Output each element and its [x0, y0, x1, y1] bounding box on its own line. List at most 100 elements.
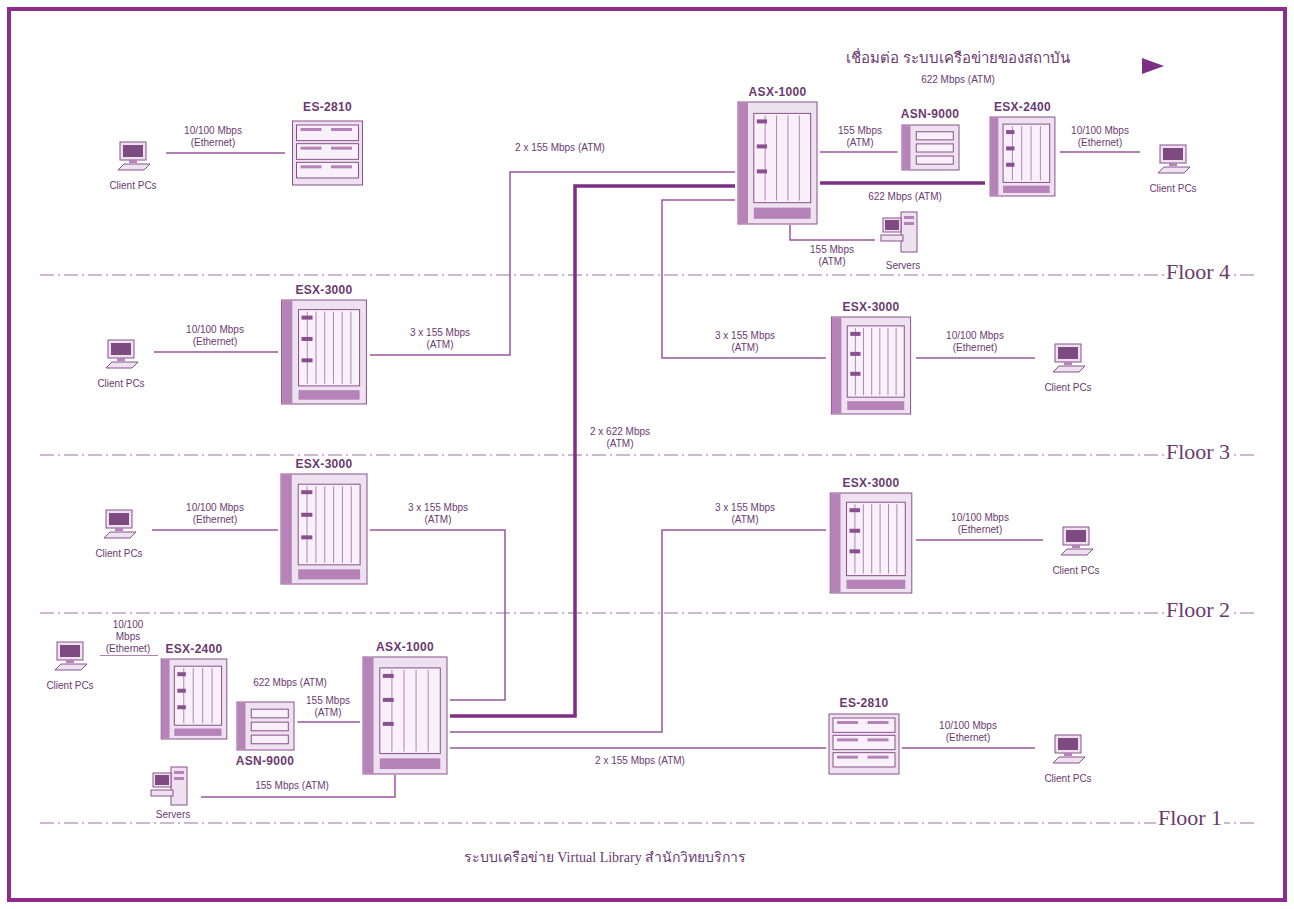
floor-label: Floor 3: [1164, 439, 1232, 465]
link-speed-label: 10/100 Mbps (Ethernet): [181, 125, 245, 149]
group-label: Client PCs: [109, 180, 156, 192]
network-switch: ES-2810: [285, 100, 370, 190]
device-icon: [158, 658, 230, 740]
floor-label: Floor 4: [1164, 259, 1232, 285]
floor-label: Floor 1: [1156, 805, 1224, 831]
network-link: [1060, 151, 1140, 153]
network-switch: ESX-3000: [826, 476, 916, 594]
link-speed-label: 3 x 155 Mbps (ATM): [707, 502, 783, 526]
link-speed-label: 10/100 Mbps (Ethernet): [98, 619, 158, 655]
link-speed-label: 3 x 155 Mbps (ATM): [707, 330, 783, 354]
network-switch: ESX-3000: [278, 283, 370, 405]
network-switch: ASX-1000: [735, 85, 820, 225]
link-speed-label: 155 Mbps (ATM): [303, 695, 353, 719]
network-link: [152, 529, 278, 531]
group-label: Client PCs: [1149, 183, 1196, 195]
device-icon: [1035, 733, 1101, 771]
network-switch: ESX-2400: [158, 642, 230, 740]
link-speed-label: 155 Mbps (ATM): [237, 780, 347, 792]
link-speed-label: 622 Mbps (ATM): [855, 191, 955, 203]
floor-dividers: [40, 275, 1258, 823]
device-illustration: [363, 657, 447, 774]
link-speed-label: 10/100 Mbps (Ethernet): [936, 720, 1000, 744]
device-icon: [826, 712, 902, 776]
device-illustration: [55, 642, 87, 670]
floor-divider: [40, 822, 1258, 823]
device-label: ESX-3000: [842, 476, 899, 490]
device-icon: [826, 492, 916, 594]
device-icon: [1043, 525, 1109, 563]
device-label: ES-2810: [303, 100, 352, 114]
link-speed-label: 10/100 Mbps (Ethernet): [948, 512, 1012, 536]
device-icon: [88, 338, 154, 376]
device-illustration: [829, 714, 899, 774]
client-pc-group: Client PCs: [86, 508, 152, 560]
network-link: [790, 225, 875, 240]
device-icon: [100, 140, 166, 178]
device-illustration: [1061, 527, 1093, 555]
network-link: [450, 186, 735, 716]
device-illustration: [282, 300, 367, 404]
device-illustration: [118, 142, 150, 170]
device-illustration: [281, 474, 367, 584]
device-illustration: [902, 125, 959, 170]
group-label: Client PCs: [97, 378, 144, 390]
group-label: Client PCs: [1052, 565, 1099, 577]
network-switch: ES-2810: [826, 696, 902, 776]
device-icon: [1140, 143, 1206, 181]
floor-divider: [40, 612, 1258, 613]
device-illustration: [237, 702, 294, 750]
network-switch: ESX-3000: [826, 300, 916, 415]
annotation-text: 622 Mbps (ATM): [919, 74, 997, 86]
client-pc-group: Client PCs: [1035, 342, 1101, 394]
client-pc-group: Client PCs: [40, 640, 100, 692]
link-speed-label: 10/100 Mbps (Ethernet): [183, 502, 247, 526]
client-pc-group: Client PCs: [1140, 143, 1206, 195]
device-icon: [86, 508, 152, 546]
device-label: ES-2810: [840, 696, 889, 710]
network-link: [154, 351, 278, 353]
device-illustration: [881, 212, 917, 252]
device-icon: [898, 123, 963, 172]
device-icon: [360, 656, 450, 775]
client-pc-group: Client PCs: [88, 338, 154, 390]
device-illustration: [830, 493, 912, 593]
device-icon: [826, 316, 916, 415]
network-link: [450, 747, 826, 749]
network-switch: ASN-9000: [233, 700, 298, 768]
network-switch: ASX-1000: [360, 640, 450, 775]
device-illustration: [990, 117, 1055, 196]
group-label: Servers: [156, 809, 190, 821]
annotation-text: เชื่อมต่อ ระบบเครือข่ายของสถาบัน: [844, 49, 1073, 67]
link-speed-label: 10/100 Mbps (Ethernet): [943, 330, 1007, 354]
link-speed-label: 2 x 622 Mbps (ATM): [582, 426, 658, 450]
diagram-caption: ระบบเครือข่าย Virtual Library สำนักวิทยบ…: [462, 849, 748, 867]
device-label: ESX-3000: [295, 457, 352, 471]
group-label: Servers: [886, 260, 920, 272]
device-label: ESX-3000: [842, 300, 899, 314]
device-icon: [145, 765, 201, 807]
network-switch: ESX-2400: [985, 100, 1060, 197]
link-speed-label: 10/100 Mbps (Ethernet): [1068, 125, 1132, 149]
device-label: ASX-1000: [749, 85, 807, 99]
network-switch: ESX-3000: [278, 457, 370, 585]
device-illustration: [1158, 145, 1190, 173]
device-illustration: [293, 121, 363, 185]
device-icon: [985, 116, 1060, 197]
device-illustration: [104, 510, 136, 538]
floor-divider: [40, 454, 1258, 455]
client-pc-group: Client PCs: [1035, 733, 1101, 785]
device-icon: [735, 101, 820, 225]
floor-divider: [40, 274, 1258, 275]
floor-label: Floor 2: [1164, 597, 1232, 623]
group-label: Client PCs: [1044, 382, 1091, 394]
device-label: ASN-9000: [236, 754, 294, 768]
device-icon: [875, 210, 931, 258]
network-link: [450, 530, 826, 732]
device-label: ESX-3000: [295, 283, 352, 297]
device-illustration: [106, 340, 138, 368]
device-icon: [278, 299, 370, 405]
link-speed-label: 2 x 155 Mbps (ATM): [575, 755, 705, 767]
device-illustration: [1053, 344, 1085, 372]
